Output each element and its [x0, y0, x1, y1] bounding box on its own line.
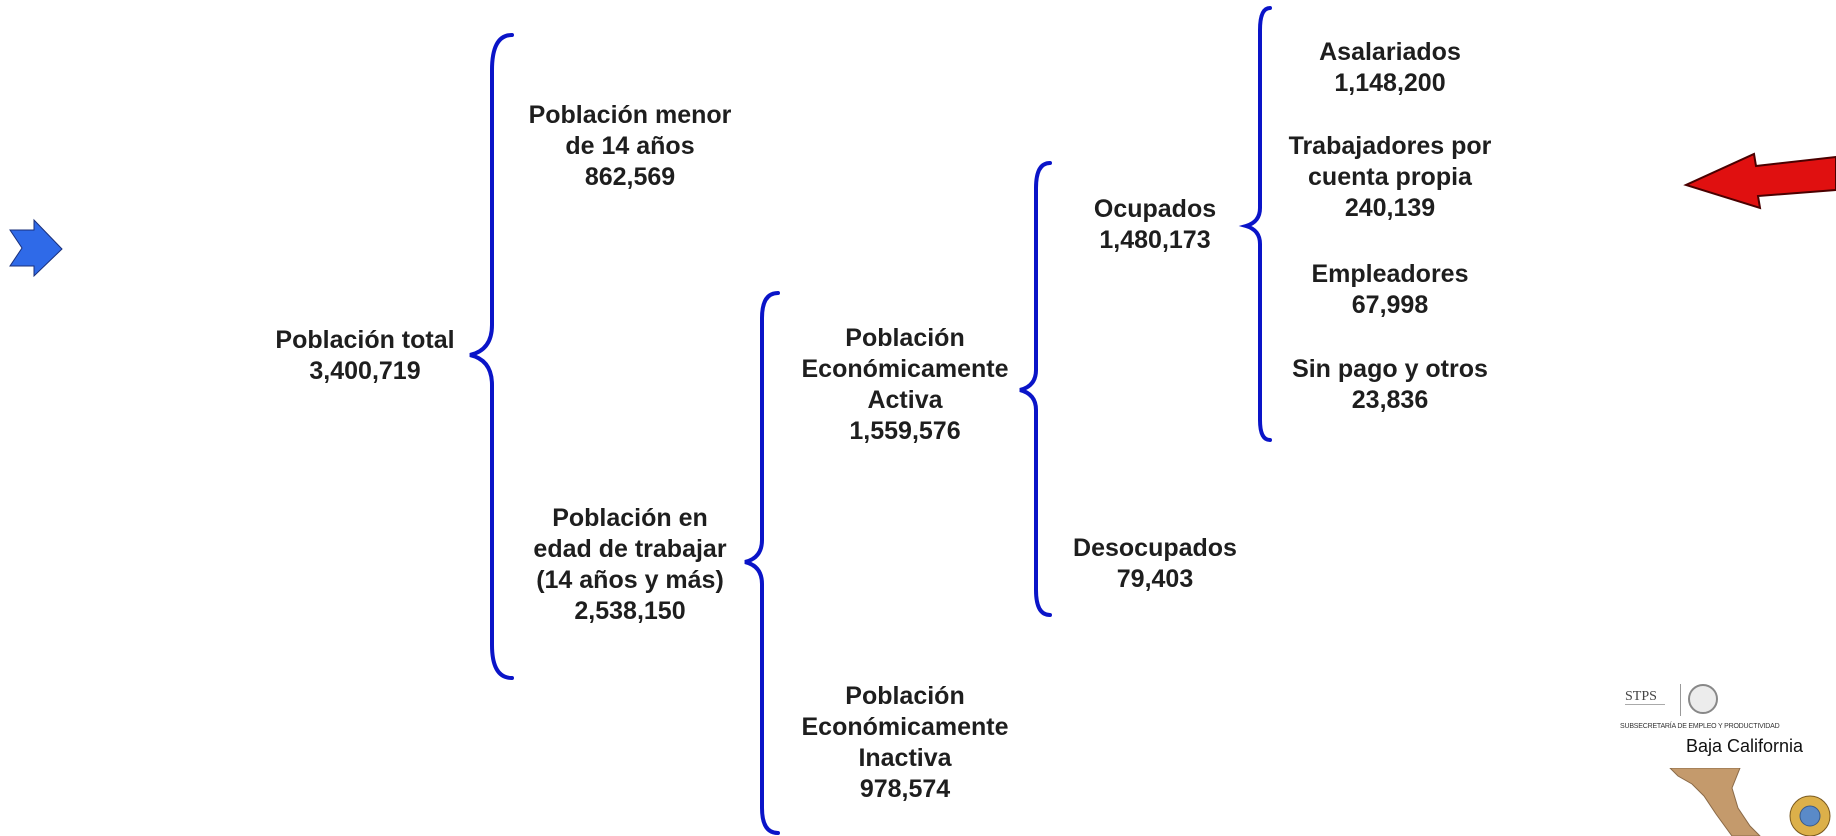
node-value: 79,403	[1116, 565, 1194, 593]
node-label: Población en	[552, 504, 708, 532]
node-label: Asalariados	[1319, 38, 1461, 66]
subsecretaria-text: SUBSECRETARÍA DE EMPLEO Y PRODUCTIVIDAD	[1620, 723, 1780, 730]
node-label: Trabajadores por	[1288, 132, 1492, 160]
node-value: 978,574	[859, 775, 951, 803]
node-empleadores: Empleadores 67,998	[1280, 259, 1500, 321]
node-value: 67,998	[1351, 291, 1429, 319]
stps-logo-text: STPS	[1625, 689, 1657, 704]
node-poblacion-edad-trabajar: Población en edad de trabajar (14 años y…	[515, 503, 745, 627]
region-name: Baja California	[1686, 736, 1804, 756]
left-pointing-arrow-icon	[1683, 152, 1836, 210]
node-label: (14 años y más)	[536, 566, 724, 594]
node-label: de 14 años	[565, 132, 695, 160]
node-poblacion-total: Población total 3,400,719	[265, 325, 465, 387]
node-value: 1,559,576	[849, 417, 961, 445]
node-label: Económicamente	[801, 355, 1009, 383]
institution-logo: STPS SUBSECRETARÍA DE EMPLEO Y PRODUCTIV…	[1620, 680, 1836, 836]
node-value: 1,480,173	[1099, 226, 1211, 254]
node-sin-pago: Sin pago y otros 23,836	[1270, 354, 1510, 416]
node-label: edad de trabajar	[533, 535, 727, 563]
node-label: Población	[845, 682, 965, 710]
node-desocupados: Desocupados 79,403	[1060, 533, 1250, 595]
node-value: 2,538,150	[574, 597, 686, 625]
node-value: 1,148,200	[1334, 69, 1446, 97]
stps-underline	[1625, 704, 1665, 711]
node-ocupados: Ocupados 1,480,173	[1075, 194, 1235, 256]
node-label: Población	[845, 324, 965, 352]
node-label: Desocupados	[1073, 534, 1237, 562]
national-seal-icon	[1688, 684, 1718, 714]
node-label: Activa	[867, 386, 943, 414]
node-label: Sin pago y otros	[1292, 355, 1488, 383]
node-cuenta-propia: Trabajadores por cuenta propia 240,139	[1270, 131, 1510, 224]
right-pointing-arrow-icon	[9, 218, 63, 278]
node-value: 862,569	[584, 163, 676, 191]
node-asalariados: Asalariados 1,148,200	[1280, 37, 1500, 99]
node-poblacion-menor-14: Población menor de 14 años 862,569	[510, 100, 750, 193]
state-seal-icon	[1789, 795, 1831, 836]
brace-ocupados	[1238, 6, 1272, 442]
brace-pea	[1019, 161, 1052, 617]
node-label: Empleadores	[1311, 260, 1469, 288]
node-label: Población menor	[528, 101, 732, 129]
node-value: 3,400,719	[309, 357, 421, 385]
brace-poblacion-total	[469, 33, 514, 680]
node-value: 23,836	[1351, 386, 1429, 414]
node-pei: Población Económicamente Inactiva 978,57…	[785, 681, 1025, 805]
node-label: Ocupados	[1093, 195, 1217, 223]
node-label: Población total	[275, 326, 455, 354]
node-label: Económicamente	[801, 713, 1009, 741]
brace-edad-trabajar	[744, 291, 780, 835]
node-label: cuenta propia	[1308, 163, 1472, 191]
baja-california-map-icon	[1669, 768, 1831, 836]
node-label: Inactiva	[858, 744, 952, 772]
node-pea: Población Económicamente Activa 1,559,57…	[785, 323, 1025, 447]
node-value: 240,139	[1344, 194, 1436, 222]
logo-divider	[1680, 684, 1681, 716]
